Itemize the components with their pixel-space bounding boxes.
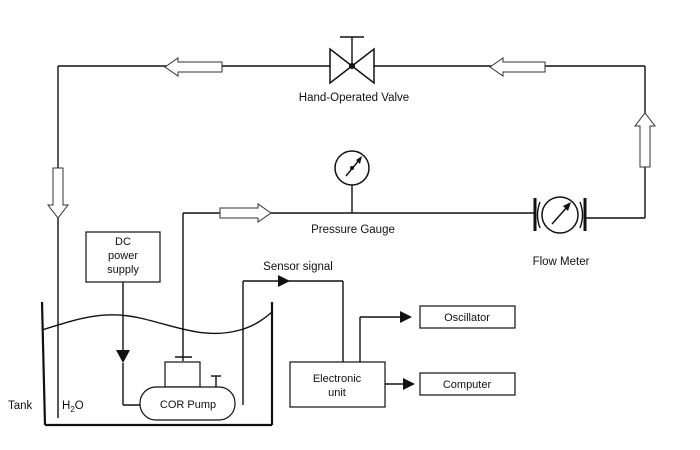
tank-label: Tank	[8, 400, 33, 412]
dc-power-line-1: DC	[115, 236, 131, 248]
oscillator-label: Oscillator	[444, 312, 490, 324]
electronic-unit-box	[289, 361, 386, 408]
computer-arrow-head	[403, 378, 415, 390]
sensor-signal-label: Sensor signal	[263, 261, 333, 273]
flow-meter-label: Flow Meter	[533, 256, 590, 268]
flow-arrow-left-down	[46, 167, 70, 219]
cor-pump-label: COR Pump	[160, 399, 216, 411]
flow-meter-icon	[533, 196, 587, 234]
flow-arrow-top-left	[164, 57, 223, 77]
sensor-arrow-head	[278, 275, 290, 287]
electronic-line-2: unit	[328, 387, 346, 399]
water-surface	[41, 311, 273, 335]
power-arrow-head	[116, 350, 130, 363]
cor-pump-box	[139, 386, 236, 421]
computer-box	[419, 372, 516, 396]
computer-label: Computer	[443, 379, 492, 391]
dc-power-line-3: supply	[107, 264, 139, 276]
flow-arrow-top-right	[489, 57, 546, 77]
tank	[40, 301, 274, 427]
pressure-gauge-icon	[334, 150, 370, 186]
pressure-gauge-label: Pressure Gauge	[311, 224, 395, 236]
osc-arrow-head	[400, 311, 412, 323]
dc-power-line-2: power	[108, 250, 138, 262]
flow-arrow-gauge-pipe	[219, 203, 272, 223]
cor-pump	[139, 356, 236, 421]
dc-power-supply-box	[85, 231, 161, 283]
oscillator-box	[419, 305, 516, 329]
h2o-label: H2O	[62, 400, 84, 414]
valve-label: Hand-Operated Valve	[299, 92, 409, 104]
hand-valve-icon	[329, 36, 375, 85]
electronic-line-1: Electronic	[313, 373, 362, 385]
flow-arrow-right-up	[633, 112, 657, 168]
flow-arrows	[46, 57, 657, 223]
